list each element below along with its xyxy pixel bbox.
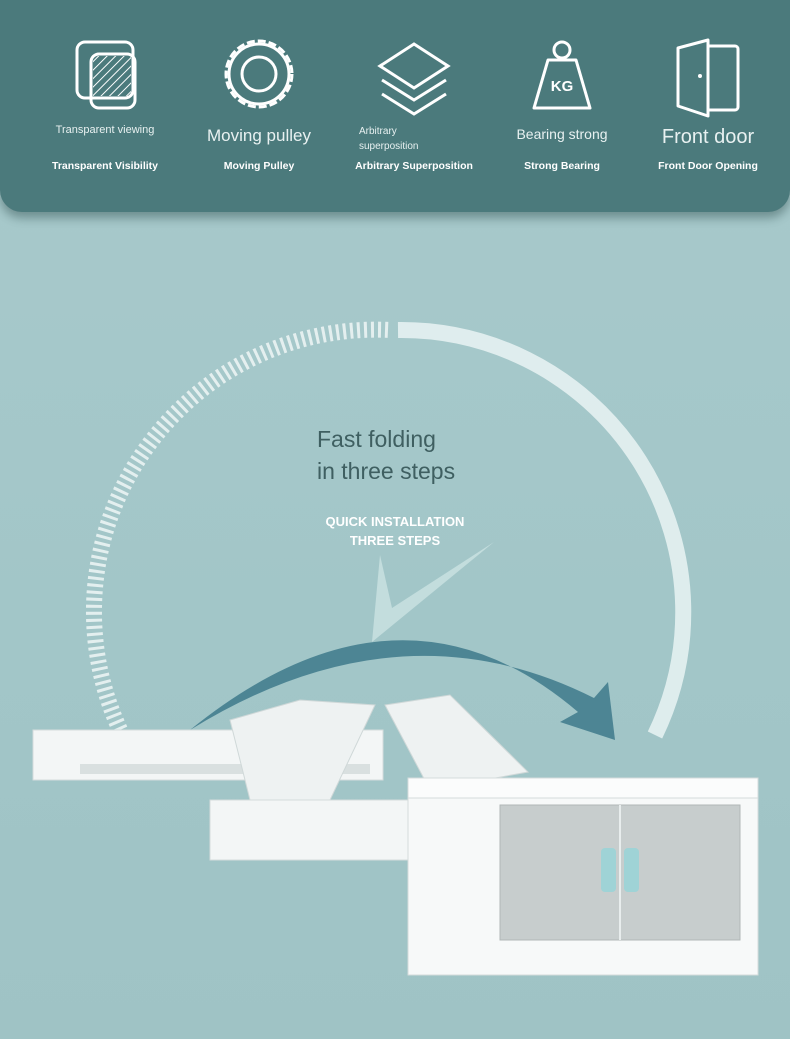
weight-label: KG xyxy=(550,78,574,95)
layers-icon xyxy=(377,42,451,116)
feature-bearing: KG Bearing strong Strong Bearing xyxy=(487,38,637,172)
checkmark-icon xyxy=(372,542,494,642)
box-assembled xyxy=(407,777,759,976)
pulley-icon xyxy=(224,39,294,109)
feature-title: Bearing strong xyxy=(516,126,608,142)
feature-title: Arbitrary superposition xyxy=(359,126,419,152)
headline-line2: in three steps xyxy=(317,458,456,484)
feature-title: Transparent viewing xyxy=(55,124,155,136)
feature-subtitle: Arbitrary Superposition xyxy=(355,160,473,172)
feature-layers: Arbitrary superposition Arbitrary Superp… xyxy=(339,38,489,172)
feature-title: Front door xyxy=(661,126,755,148)
door-icon xyxy=(676,38,740,118)
feature-subtitle: Moving Pulley xyxy=(223,160,295,172)
feature-pulley: Moving pulley Moving Pulley xyxy=(184,38,334,172)
weight-icon xyxy=(532,40,592,110)
subheadline-line1: QUICK INSTALLATION xyxy=(325,514,465,529)
feature-transparent: Transparent viewing Transparent Visibili… xyxy=(30,38,180,172)
feature-title: Moving pulley xyxy=(207,126,311,145)
feature-subtitle: Front Door Opening xyxy=(658,160,758,172)
headline-line1: Fast folding xyxy=(317,426,436,452)
feature-subtitle: Strong Bearing xyxy=(524,160,600,172)
headline: Fast folding in three steps xyxy=(317,423,455,487)
subheadline: QUICK INSTALLATION THREE STEPS xyxy=(310,512,480,550)
feature-front-door: Front door Front Door Opening xyxy=(633,38,783,172)
door-handle-left xyxy=(601,848,616,892)
progress-arc xyxy=(85,321,692,739)
arrow-icon xyxy=(190,640,615,740)
feature-subtitle: Transparent Visibility xyxy=(51,160,158,172)
box-half-unfolded xyxy=(209,694,530,861)
transparent-window-icon xyxy=(75,40,137,110)
door-handle-right xyxy=(624,848,639,892)
subheadline-line2: THREE STEPS xyxy=(349,533,441,548)
features-banner: Transparent viewing Transparent Visibili… xyxy=(0,0,790,212)
